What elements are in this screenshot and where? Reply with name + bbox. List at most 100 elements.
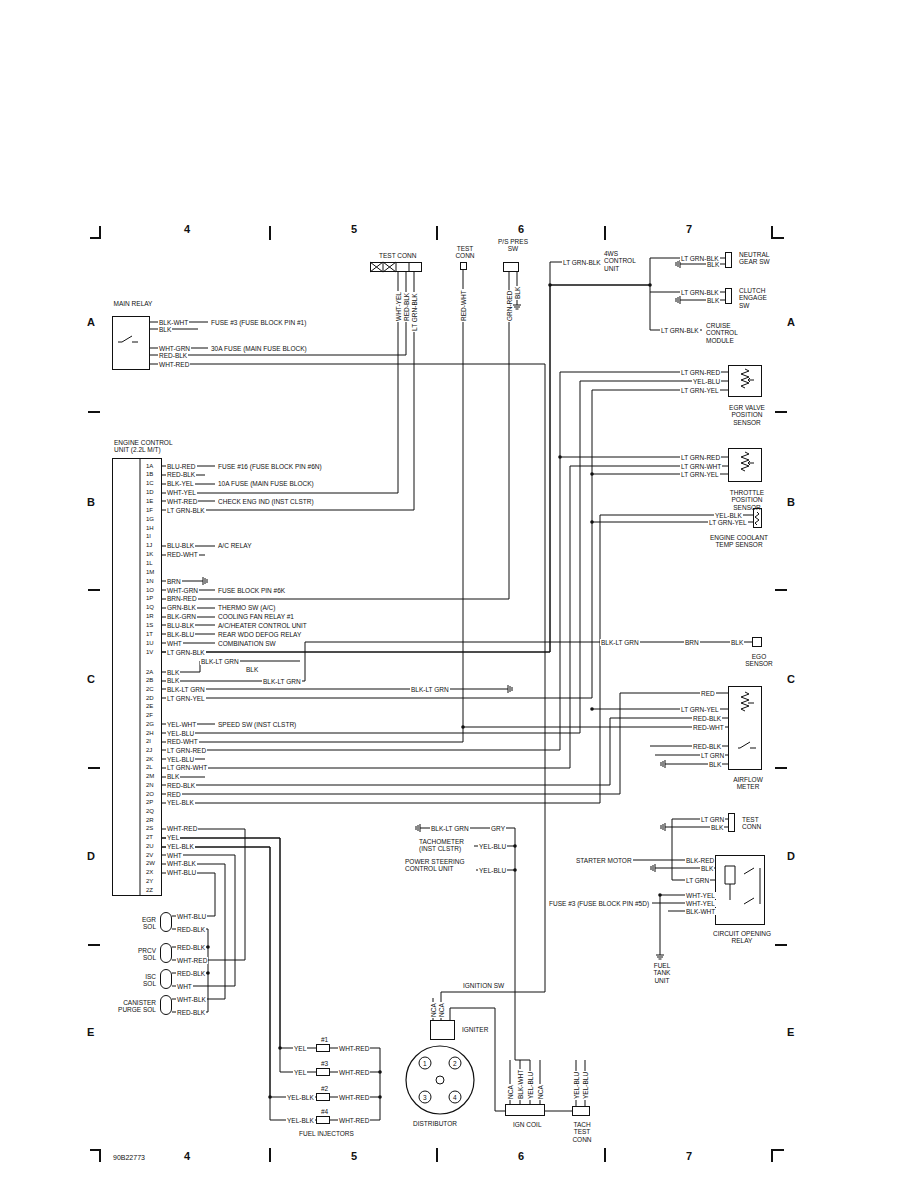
node-label: CLUTCH ENGAGE SW <box>738 287 780 309</box>
wire-label: BLK-LT GRN <box>410 686 450 693</box>
wire-label: RED-BLK <box>176 1009 206 1016</box>
pin-number: 2E <box>145 703 154 710</box>
pin-number: 1L <box>145 560 154 567</box>
node-label: IGNITER <box>461 1026 489 1033</box>
pin-number: 1B <box>145 471 154 478</box>
wire-label: LT GRN-YEL <box>680 471 720 478</box>
node-label: CANISTER PURGE SOL <box>115 999 157 1014</box>
junction-dot <box>378 1070 382 1074</box>
wire-label: LT GRN-YEL <box>708 519 748 526</box>
wire-connector <box>162 829 245 960</box>
pin-number: 1O <box>145 587 155 594</box>
junction-dot <box>513 868 517 872</box>
node-label: ISC SOL <box>135 973 157 988</box>
wire-label: BLK <box>166 773 180 780</box>
wire-label: WHT-BLU <box>166 869 197 876</box>
wire <box>162 272 753 794</box>
wire-label: BLK <box>245 666 259 673</box>
wire-label: LT GRN-BLK <box>166 649 206 656</box>
wire-label: BLK-LT GRN <box>166 686 206 693</box>
pin-number: 1F <box>145 507 154 514</box>
pin-number: 1A <box>145 463 154 470</box>
pin-number: 2B <box>145 677 154 684</box>
node-label: PRCV SOL <box>135 947 157 962</box>
drawing-number: 90B22773 <box>112 1154 146 1162</box>
wire-connector <box>162 642 752 681</box>
node-label: DISTRIBUTOR <box>412 1120 458 1127</box>
junction-dot <box>558 455 562 459</box>
junction-dot <box>590 707 594 711</box>
grid-reference: E <box>786 1026 795 1038</box>
grid-reference: 7 <box>685 223 693 235</box>
node-label: EGO SENSOR <box>741 653 777 668</box>
wire-label: RED-WHT <box>166 551 199 558</box>
connector-box: TEST CONN <box>460 262 467 270</box>
wire-label: BRN <box>684 639 700 646</box>
wire-label: FUSE BLOCK PIN #6K <box>217 587 286 594</box>
wire-label: BLK <box>166 669 180 676</box>
wire-connector <box>162 272 398 493</box>
pin-number: 1G <box>145 516 155 523</box>
wire-label: WHT-RED <box>176 957 208 964</box>
wire-label: YEL <box>293 1045 307 1052</box>
wire-label: BRN <box>166 578 182 585</box>
wire-label: RED-BLK <box>166 782 196 789</box>
wire-connector <box>162 381 728 733</box>
wire-label: LT GRN-BLK <box>166 507 206 514</box>
wire-label: BLK-LT GRN <box>600 639 640 646</box>
wire-label: BLK-GRN <box>166 613 197 620</box>
junction-dot <box>590 472 594 476</box>
pin-number: 2H <box>145 730 155 737</box>
control-unit-box: ENGINE CONTROL UNIT (2.2L M/T) <box>112 458 162 896</box>
grid-reference: D <box>86 850 96 862</box>
pin-number: 2S <box>145 825 154 832</box>
wire-connector <box>162 838 316 1072</box>
pin-number: 2K <box>145 756 154 763</box>
wire-label: LT GRN-RED <box>680 369 721 376</box>
wire-label: FUSE #3 (FUSE BLOCK PIN #1) <box>210 319 307 326</box>
node-label: #3 <box>320 1060 329 1067</box>
wire-label: YEL-BLK <box>286 1094 315 1101</box>
wire-connector <box>162 838 316 1048</box>
wire-label: WHT-BLK <box>176 996 207 1003</box>
wire-label: NCA <box>507 1084 514 1100</box>
wire-connector <box>545 1111 572 1112</box>
junction-dot <box>206 971 210 975</box>
pin-number: 1D <box>145 489 155 496</box>
wire-connector <box>162 847 316 1120</box>
wire-label: SPEED SW (INST CLSTR) <box>217 721 297 728</box>
wire-label: BLK <box>700 865 714 872</box>
grid-reference: 6 <box>517 223 525 235</box>
wire-label: A/C RELAY <box>217 542 252 549</box>
wire-connector <box>162 258 725 652</box>
wire-connector <box>162 855 235 986</box>
wire-connector <box>162 873 215 916</box>
wire-connector <box>162 847 316 1097</box>
wire-label: RED <box>700 690 716 697</box>
wire-label: WHT-RED <box>338 1117 370 1124</box>
wire-label: WHT-GRN <box>158 345 191 352</box>
pin-number: 1M <box>145 569 155 576</box>
wire-label: WHT-YEL <box>685 900 716 907</box>
wire <box>463 262 728 827</box>
relay-box: CIRCUIT OPENING RELAY <box>715 855 765 925</box>
wire-label: YEL-BLK <box>166 843 195 850</box>
solenoid-coil: ISC SOL <box>160 969 172 989</box>
coil-box: IGN COIL <box>505 1104 545 1116</box>
node-label: TEST CONN <box>741 816 767 831</box>
wire-connector <box>162 270 463 742</box>
wire-label: WHT-RED <box>338 1094 370 1101</box>
wire-label: 2 <box>452 1060 458 1067</box>
solenoid-coil: EGR SOL <box>160 912 172 932</box>
wire-label: WHT-YEL <box>166 489 197 496</box>
node-label: P/S PRES SW <box>495 238 531 253</box>
wire-label: LT GRN <box>700 816 725 823</box>
pin-number: 1P <box>145 595 154 602</box>
grid-reference: 4 <box>183 1150 191 1162</box>
wire-label: BLK-LT GRN <box>430 825 470 832</box>
wire-connector <box>450 1008 505 1111</box>
pin-number: 2F <box>145 712 154 719</box>
grid-reference: E <box>86 1026 95 1038</box>
node-label: CIRCUIT OPENING RELAY <box>709 930 775 945</box>
